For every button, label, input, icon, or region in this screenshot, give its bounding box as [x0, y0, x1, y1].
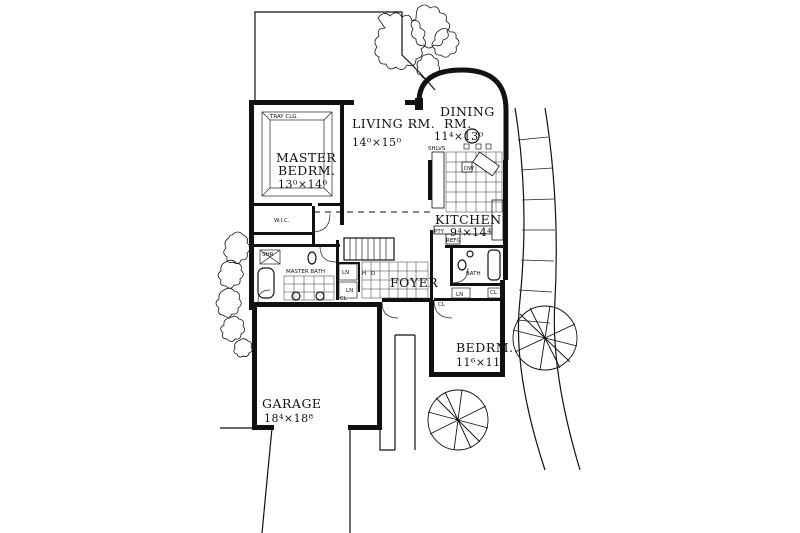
master-bath-label: MASTER BATH [286, 269, 325, 275]
shrubbery-left [215, 231, 253, 358]
master-bedroom-name-line1: MASTER [276, 150, 336, 165]
tray-ceiling [261, 111, 333, 197]
dishwasher-label: DW [464, 166, 474, 172]
wic-label: W.I.C. [274, 218, 290, 224]
kitchen-dimensions: 9⁴×14⁴ [450, 226, 492, 239]
driveway [220, 305, 416, 533]
linen-label-3: LN [456, 292, 463, 298]
dining-room-name-line1: DINING [440, 104, 495, 119]
tree-right [512, 305, 578, 371]
kitchen-counters [431, 151, 504, 245]
closet-label-1: CL [340, 296, 348, 302]
closets [338, 263, 503, 299]
dryer-label: D [371, 271, 375, 277]
kitchen-name: KITCHEN [435, 212, 502, 227]
garage-name: GARAGE [262, 396, 322, 411]
closet-label-3: CL [490, 290, 498, 296]
foyer-floor-tiles [361, 261, 429, 299]
dining-room-dimensions: 11⁴×13⁰ [434, 130, 484, 143]
pantry-label: PTY [434, 229, 445, 235]
master-bath-fixtures [257, 249, 335, 301]
heater-label: H [362, 271, 366, 277]
tree-bottom [427, 389, 489, 451]
garage-dimensions: 18⁴×18⁸ [264, 412, 314, 425]
bath-label: BATH [466, 271, 481, 277]
bedroom-name: BEDRM. [456, 340, 514, 355]
tray-ceiling-label: TRAY CLG. [269, 114, 299, 120]
interior-walls [254, 105, 504, 301]
closet-label-2: CL [438, 302, 446, 308]
living-room-name: LIVING RM. [352, 116, 435, 131]
dining-room-name-line2: RM. [444, 116, 472, 131]
linen-label-1: LN [342, 270, 349, 276]
refrigerator-label: REFG [446, 238, 461, 244]
dining-table [463, 128, 492, 150]
door-swings [257, 213, 469, 319]
foyer-name: FOYER [390, 275, 438, 290]
walkway-right [514, 107, 581, 471]
linen-label-2: LN [346, 288, 353, 294]
shrubbery-top [374, 4, 460, 79]
shower-label: SHR [262, 252, 274, 258]
master-bedroom-dimensions: 13⁰×14⁰ [278, 178, 328, 191]
master-bedroom-name-line2: BEDRM. [278, 163, 336, 178]
exterior-walls [249, 67, 509, 430]
stairs [343, 237, 395, 261]
patio-outline [254, 11, 436, 100]
shelves-label: SHLVS [428, 146, 446, 152]
bath-fixtures [457, 249, 501, 281]
kitchen-floor-tiles [445, 151, 503, 213]
bedroom-dimensions: 11⁶×11² [456, 356, 506, 369]
living-room-dimensions: 14⁰×15⁰ [352, 136, 402, 149]
